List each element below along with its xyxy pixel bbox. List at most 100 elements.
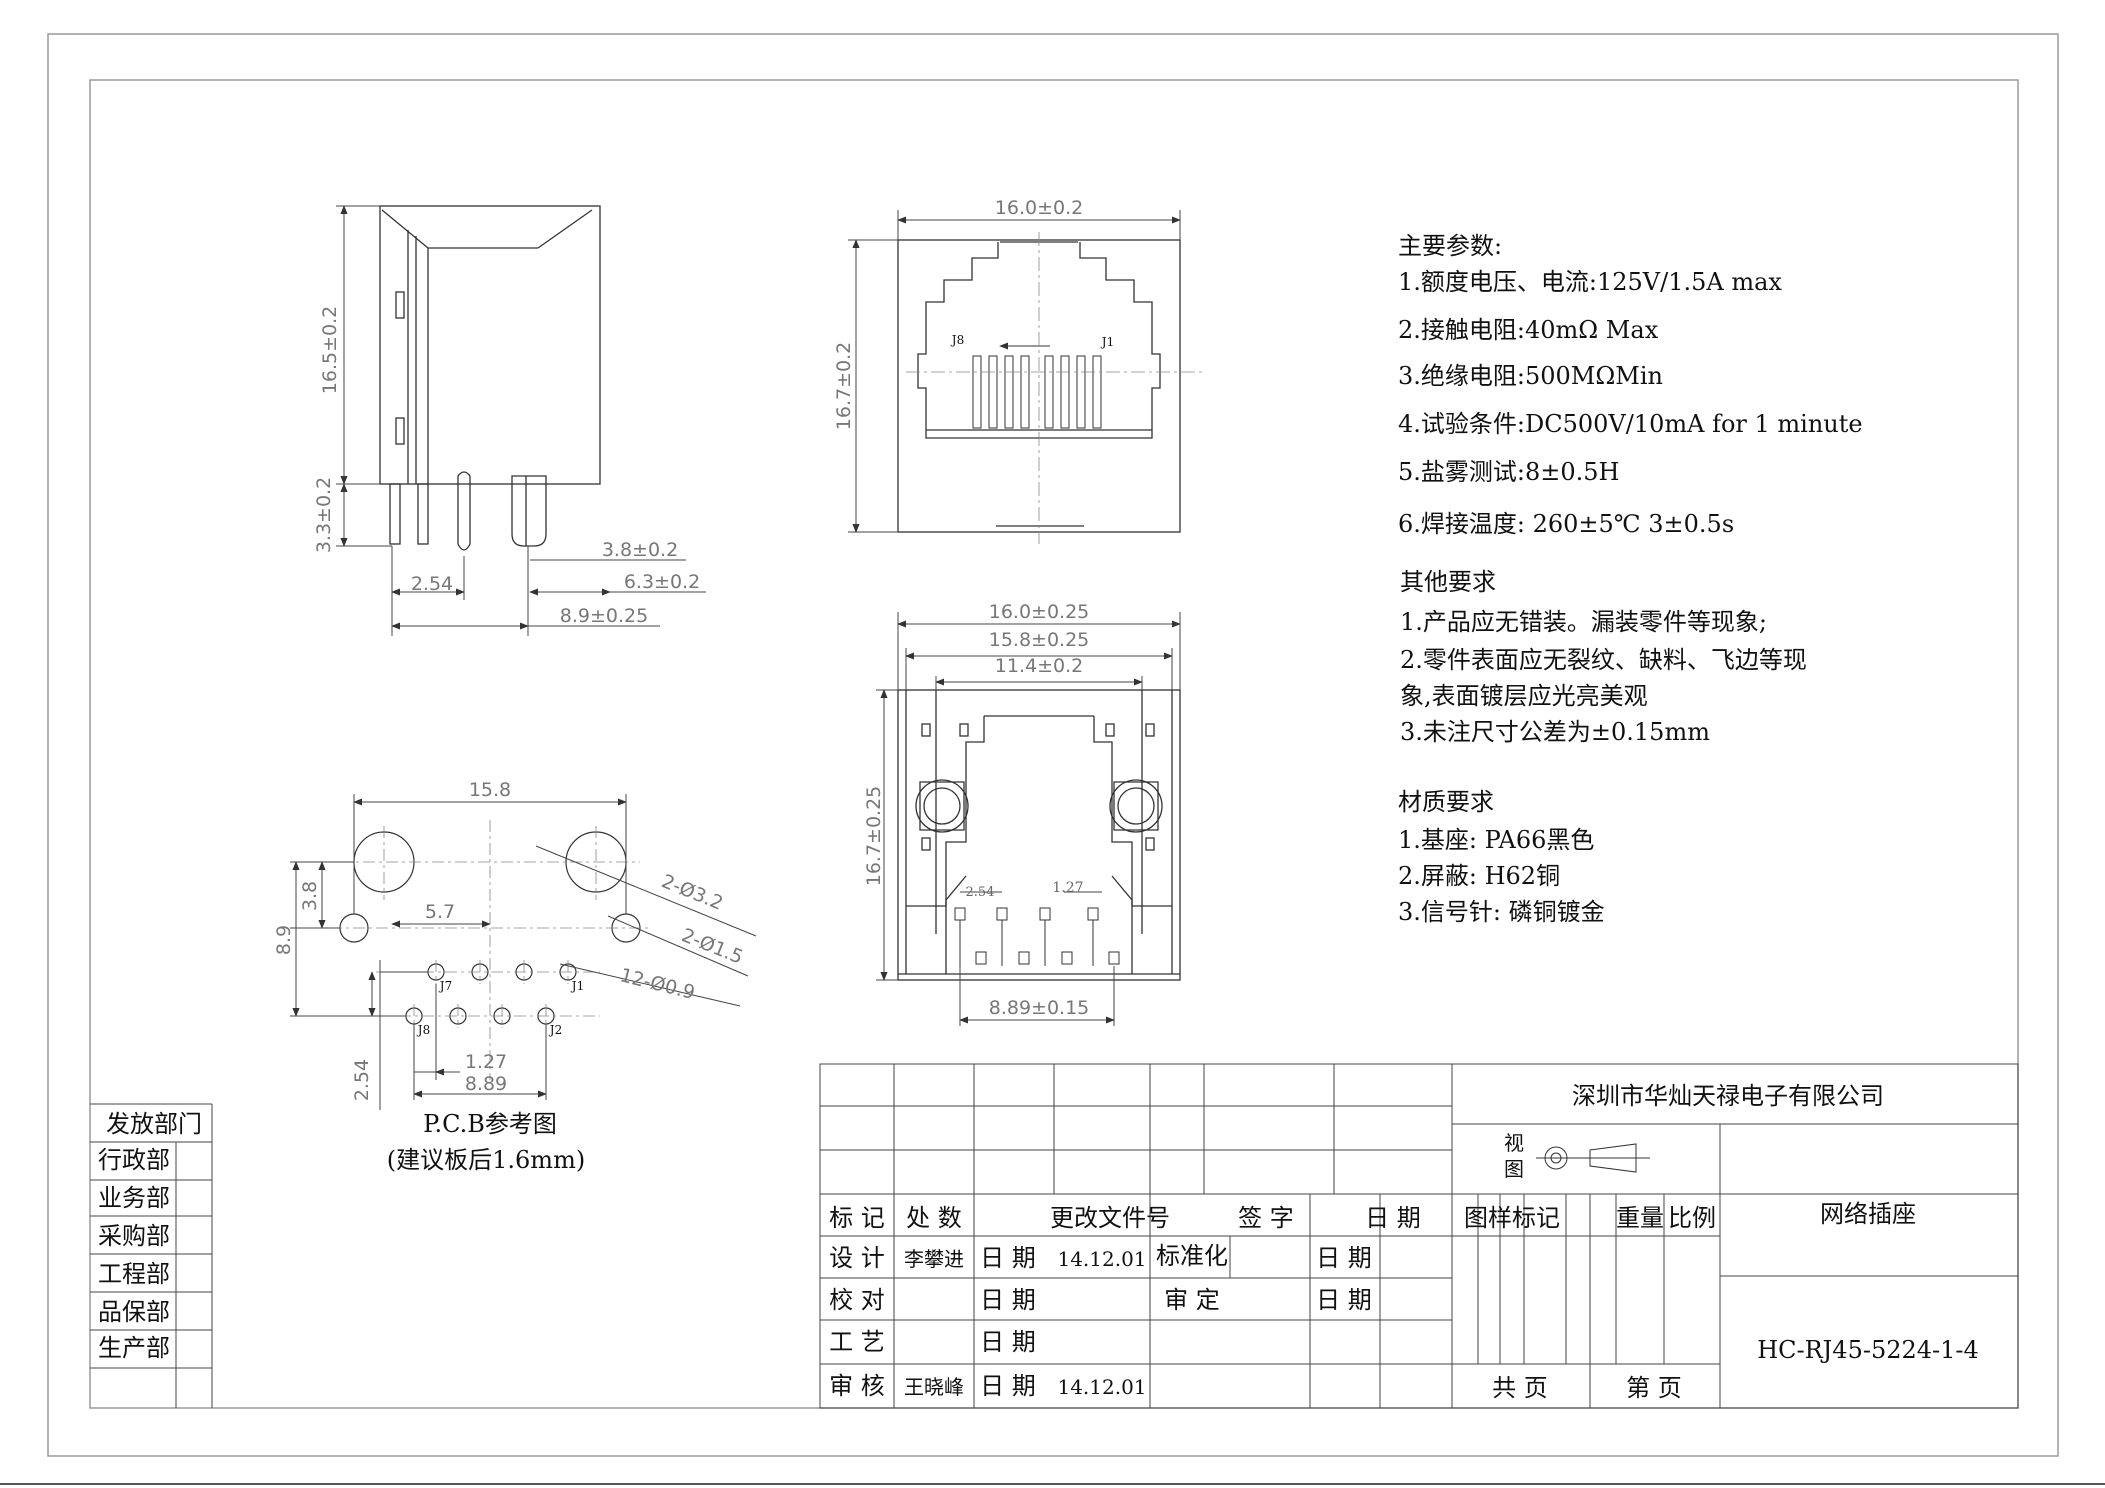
col-date: 日 期 (1365, 1204, 1421, 1232)
label-j8: J8 (950, 333, 964, 347)
other-title: 其他要求 (1400, 568, 1496, 596)
dim-side-pin: 3.3±0.2 (313, 477, 335, 553)
other-item: 2.零件表面应无裂纹、缺料、飞边等现 (1400, 646, 1807, 674)
view-label-1: 视 (1504, 1131, 1524, 1155)
dim-pcb-hole3: 12-Ø0.9 (618, 964, 697, 1004)
auditor-name: 王晓峰 (904, 1375, 964, 1399)
dim-pcb-h2: 8.9 (273, 925, 295, 955)
dim-bottom-p1: 2.54 (966, 885, 995, 900)
col-weight: 重量 (1616, 1204, 1664, 1232)
col-pattern-mark: 图样标记 (1464, 1204, 1560, 1232)
dim-side-a: 3.8±0.2 (602, 539, 678, 561)
company-name: 深圳市华灿天禄电子有限公司 (1572, 1082, 1884, 1110)
view-symbol (1536, 1143, 1650, 1173)
part-number: HC-RJ45-5224-1-4 (1757, 1336, 1979, 1364)
dim-bottom-p3: 8.89±0.15 (989, 997, 1090, 1019)
specs-item: 3.绝缘电阻:500MΩMin (1398, 362, 1663, 390)
dim-bottom-w2: 15.8±0.25 (989, 629, 1090, 651)
date-label-approve: 日 期 (1316, 1286, 1372, 1314)
col-sign: 签 字 (1238, 1204, 1294, 1232)
col-change-doc: 更改文件号 (1050, 1204, 1170, 1232)
material-item: 3.信号针: 磷铜镀金 (1398, 898, 1605, 926)
dim-bottom-p2: 1.27 (1052, 880, 1083, 896)
dim-front-height: 16.7±0.2 (833, 342, 855, 430)
pcb-label-j2: J2 (548, 1023, 562, 1037)
dim-side-pitch: 2.54 (411, 573, 453, 595)
dim-bottom-h: 16.7±0.25 (863, 786, 885, 887)
designer-name: 李攀进 (904, 1247, 964, 1271)
dim-pcb-p1: 1.27 (465, 1051, 507, 1073)
row-standard: 标准化 (1156, 1242, 1228, 1270)
specs-item: 2.接触电阻:40mΩ Max (1398, 316, 1659, 344)
dept-header: 发放部门 (106, 1110, 202, 1138)
dim-bottom-w1: 16.0±0.25 (989, 601, 1090, 623)
pcb-label-j1: J1 (570, 979, 584, 993)
material-item: 2.屏蔽: H62铜 (1398, 862, 1560, 890)
material-title: 材质要求 (1398, 788, 1494, 816)
row-approve: 审 定 (1164, 1286, 1220, 1314)
material-notes: 材质要求 1.基座: PA66黑色 2.屏蔽: H62铜 3.信号针: 磷铜镀金 (1398, 788, 1605, 926)
other-item: 1.产品应无错装。漏装零件等现象; (1400, 608, 1767, 636)
dim-pcb-hole1: 2-Ø3.2 (658, 870, 726, 914)
dim-pcb-h1: 3.8 (299, 881, 321, 911)
date-label-standard: 日 期 (1316, 1244, 1372, 1272)
specs-item: 5.盐雾测试:8±0.5H (1398, 458, 1619, 486)
date-label-check: 日 期 (980, 1286, 1036, 1314)
pcb-caption-line2: (建议板后1.6mm) (387, 1146, 585, 1174)
row-design: 设 计 (829, 1244, 885, 1272)
pcb-label-j8: J8 (416, 1023, 430, 1037)
specs-notes: 主要参数: 1.额度电压、电流:125V/1.5A max 2.接触电阻:40m… (1398, 232, 1863, 538)
dim-pcb-w: 15.8 (469, 779, 511, 801)
pcb-caption-line1: P.C.B参考图 (423, 1110, 557, 1138)
product-name: 网络插座 (1820, 1200, 1916, 1228)
row-check: 校 对 (829, 1286, 885, 1314)
dim-side-c: 8.9±0.25 (560, 605, 648, 627)
title-block-grid (819, 1063, 2019, 1409)
specs-item: 6.焊接温度: 260±5℃ 3±0.5s (1398, 510, 1734, 538)
front-view-contacts (972, 342, 1102, 429)
dim-side-b: 6.3±0.2 (624, 571, 700, 593)
dim-side-height: 16.5±0.2 (319, 306, 341, 394)
date-value-audit: 14.12.01 (1057, 1375, 1146, 1399)
dept-item: 品保部 (98, 1298, 170, 1326)
dim-pcb-hole2: 2-Ø1.5 (678, 924, 746, 968)
front-view-dims (848, 210, 1181, 533)
total-pages: 共 页 (1492, 1374, 1548, 1402)
pcb-center-lines (330, 820, 650, 1080)
other-item: 3.未注尺寸公差为±0.15mm (1400, 718, 1710, 746)
view-label-2: 图 (1504, 1157, 1524, 1181)
department-table (90, 1103, 213, 1408)
dept-item: 行政部 (98, 1146, 170, 1174)
dept-item: 生产部 (98, 1334, 170, 1362)
dim-pcb-x: 5.7 (425, 901, 455, 923)
row-audit: 审 核 (829, 1372, 885, 1400)
date-label-process: 日 期 (980, 1328, 1036, 1356)
sheet-border (47, 33, 2059, 1457)
side-view-dims (336, 205, 706, 636)
bottom-view-dims (876, 612, 1181, 1026)
col-count: 处 数 (906, 1204, 962, 1232)
date-label-design: 日 期 (980, 1244, 1036, 1272)
dim-bottom-w3: 11.4±0.2 (995, 655, 1083, 677)
bottom-view-pins (954, 907, 1120, 966)
dim-front-width: 16.0±0.2 (995, 197, 1083, 219)
other-notes: 其他要求 1.产品应无错装。漏装零件等现象; 2.零件表面应无裂纹、缺料、飞边等… (1400, 568, 1807, 746)
front-view-center (906, 232, 1204, 544)
col-mark: 标 记 (829, 1204, 885, 1232)
dept-item: 工程部 (98, 1260, 170, 1288)
material-item: 1.基座: PA66黑色 (1398, 826, 1594, 854)
dim-pcb-p2: 8.89 (465, 1073, 507, 1095)
specs-item: 1.额度电压、电流:125V/1.5A max (1398, 268, 1782, 296)
page-number: 第 页 (1626, 1374, 1682, 1402)
other-item: 象,表面镀层应光亮美观 (1400, 682, 1648, 710)
specs-title: 主要参数: (1398, 232, 1502, 260)
pcb-label-j7: J7 (438, 979, 452, 993)
label-j1: J1 (1100, 335, 1114, 349)
date-label-audit: 日 期 (980, 1372, 1036, 1400)
pcb-dims (290, 794, 757, 1110)
col-scale: 比例 (1668, 1204, 1716, 1232)
side-view (379, 205, 601, 551)
dept-item: 采购部 (98, 1222, 170, 1250)
bottom-view (897, 689, 1181, 981)
